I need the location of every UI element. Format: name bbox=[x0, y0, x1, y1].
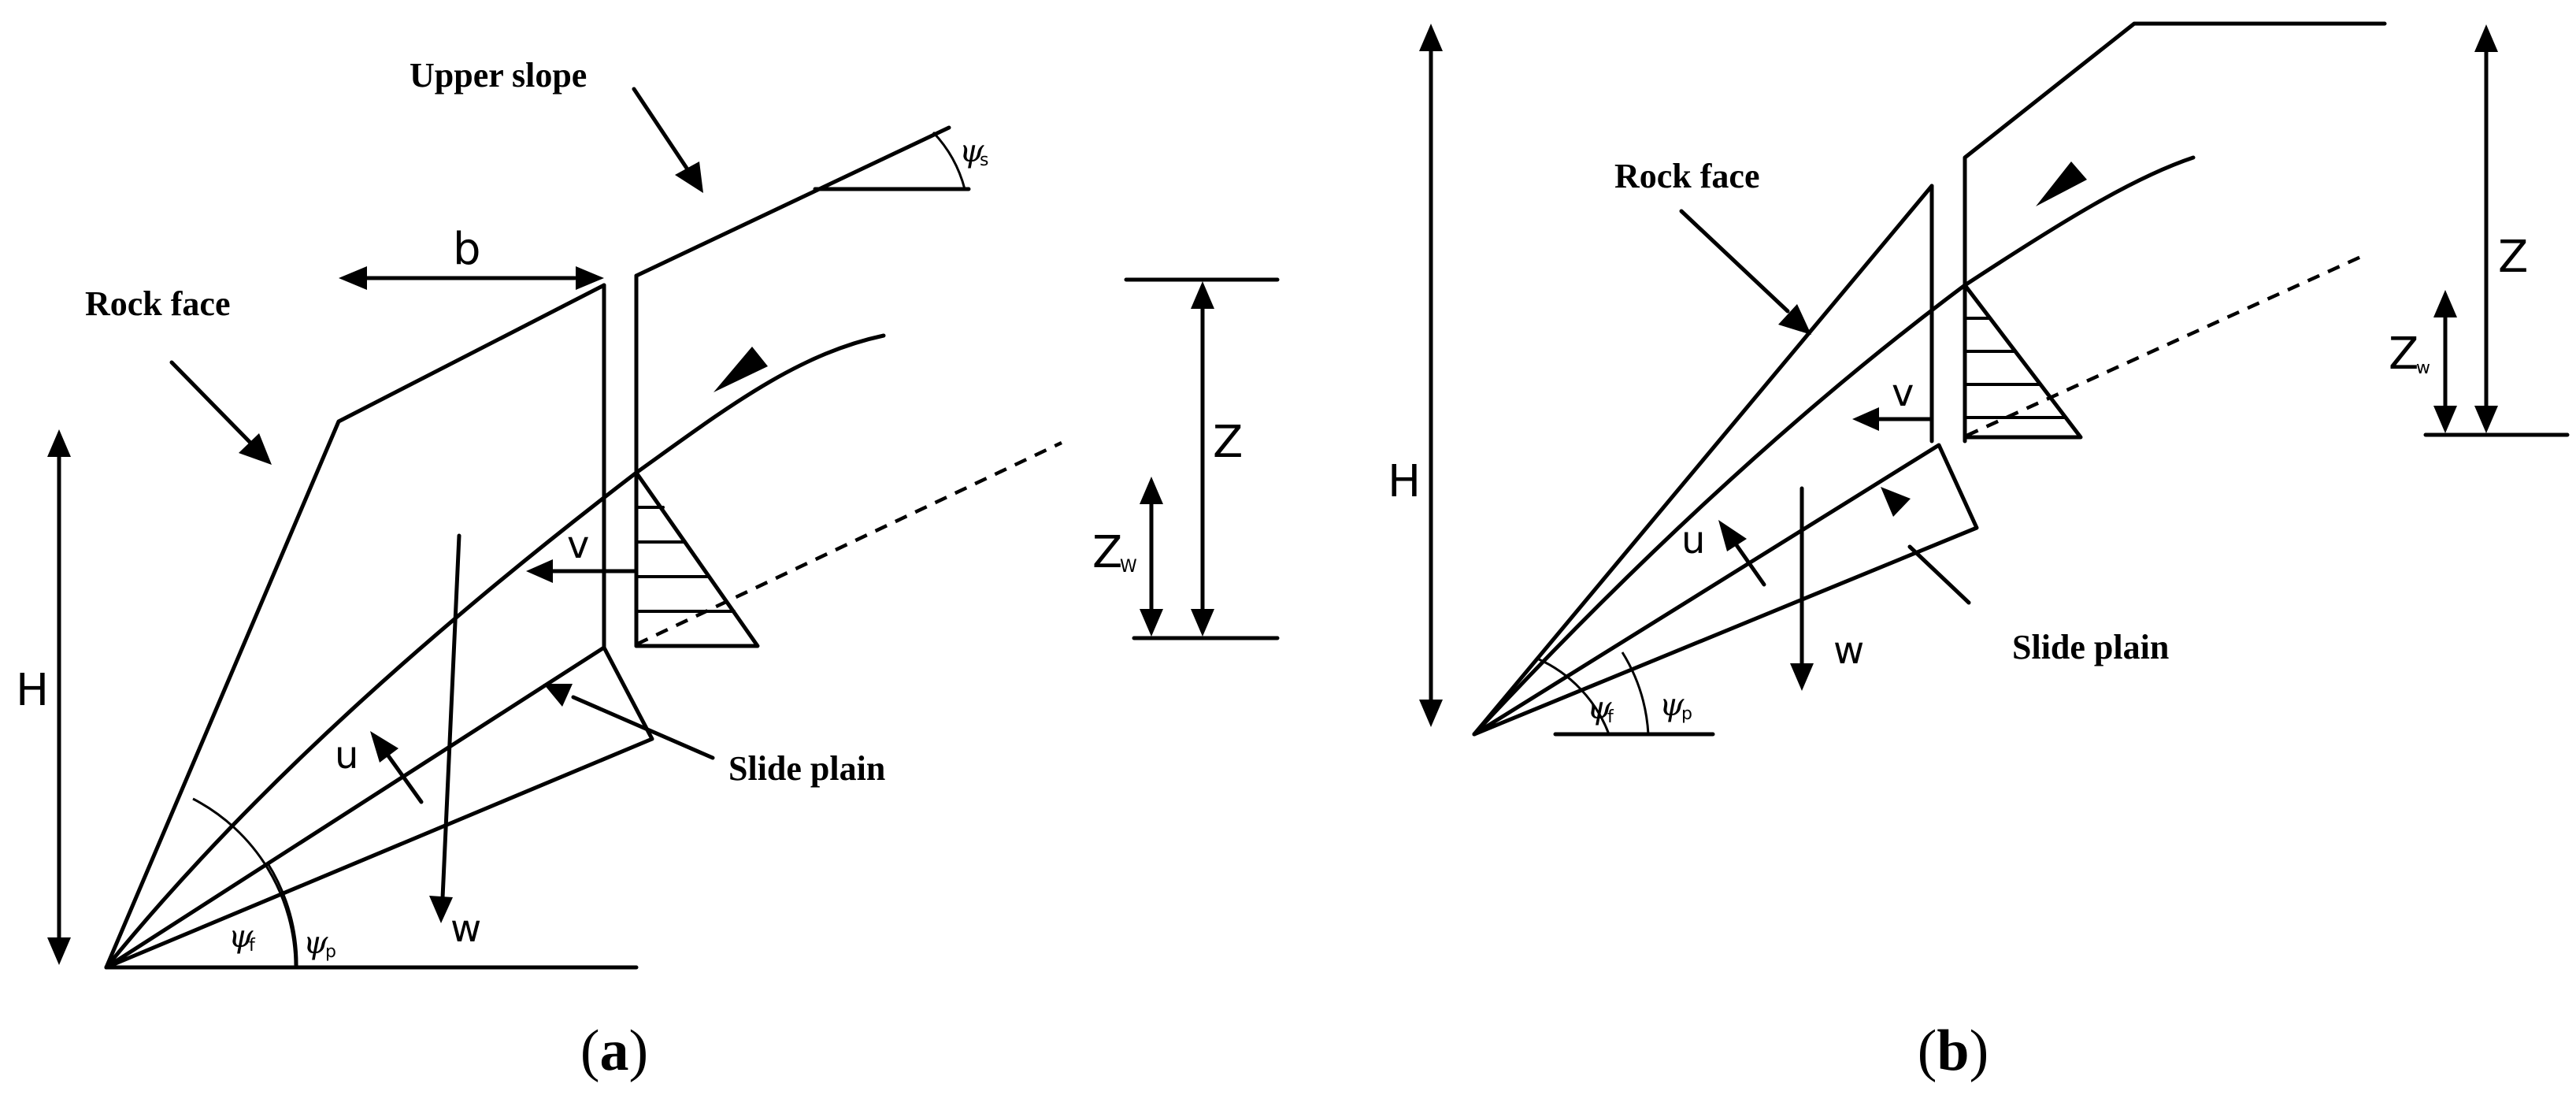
v-force-label: v bbox=[1892, 371, 1914, 415]
v-force-arrowhead bbox=[526, 559, 553, 583]
u-force-line bbox=[1734, 543, 1766, 587]
h-arrowhead-bottom bbox=[1419, 700, 1443, 727]
upper-slope-pointer-line bbox=[632, 87, 690, 172]
caption-letter: b bbox=[1937, 1019, 1969, 1083]
psi-p-label: ψ bbox=[303, 925, 328, 961]
panel-a-caption: (a) bbox=[580, 1019, 648, 1083]
b-label: b bbox=[453, 224, 481, 275]
v-force-label: v bbox=[567, 523, 589, 567]
caption-close-paren: ) bbox=[1970, 1019, 1989, 1083]
z-arrowhead-top bbox=[2474, 24, 2498, 52]
psi-f-label: ψ bbox=[228, 919, 254, 955]
w-force-label: w bbox=[1833, 629, 1864, 673]
water-table-curve bbox=[1472, 155, 2196, 737]
slide-plane-lines bbox=[1472, 443, 1979, 737]
psi-p-arc bbox=[266, 863, 298, 968]
upper-slope-line bbox=[634, 125, 951, 278]
slide-plane-lines bbox=[104, 645, 654, 970]
psi-s-arc bbox=[932, 131, 966, 190]
upper-slope-label: Upper slope bbox=[410, 56, 587, 95]
b-arrowhead-right bbox=[576, 266, 604, 290]
caption-letter: a bbox=[600, 1019, 629, 1083]
zw-label: Z bbox=[1092, 527, 1122, 578]
z-arrowhead-top bbox=[1191, 281, 1214, 309]
rock-face-label: Rock face bbox=[85, 284, 231, 323]
b-arrowhead-left bbox=[339, 266, 367, 290]
u-force-label: u bbox=[1681, 518, 1705, 562]
zw-arrowhead-top bbox=[1140, 477, 1163, 504]
rock-face-pointer-line bbox=[169, 360, 253, 445]
psi-p-subscript: p bbox=[325, 942, 336, 962]
water-pressure-triangle bbox=[634, 470, 760, 648]
pressure-hatch-lines bbox=[1963, 317, 2066, 419]
psi-p-arc bbox=[1621, 651, 1650, 735]
pressure-hatch-lines bbox=[635, 506, 736, 613]
u-force-arrowhead bbox=[1718, 520, 1747, 551]
zw-subscript: W bbox=[1120, 557, 1137, 577]
psi-p-subscript: p bbox=[1681, 704, 1692, 724]
water-flow-arrowhead bbox=[713, 347, 768, 392]
panel-b: Rock face Slide plain Z Z w H v u w ψ f … bbox=[1388, 21, 2570, 1083]
z-arrowhead-bottom bbox=[2474, 406, 2498, 433]
psi-f-arc bbox=[192, 797, 297, 968]
z-arrowhead-bottom bbox=[1191, 609, 1214, 637]
z-label: Z bbox=[2498, 232, 2528, 283]
slide-plain-pointer-head bbox=[543, 684, 573, 707]
zw-label: Z bbox=[2389, 328, 2418, 380]
u-force-line bbox=[385, 752, 424, 804]
rock-face-label: Rock face bbox=[1614, 157, 1760, 195]
caption-open-paren: ( bbox=[580, 1019, 600, 1083]
water-table-curve bbox=[104, 333, 886, 970]
h-label: H bbox=[16, 665, 49, 716]
slide-plain-pointer-head bbox=[1881, 487, 1911, 517]
water-table-dashed-extension bbox=[636, 440, 1062, 647]
zw-arrowhead-bottom bbox=[2433, 406, 2457, 433]
panel-b-caption: (b) bbox=[1918, 1019, 1989, 1083]
psi-f-subscript: f bbox=[1607, 707, 1614, 727]
caption-open-paren: ( bbox=[1918, 1019, 1937, 1083]
w-force-label: w bbox=[450, 907, 481, 951]
rock-face-pointer-line bbox=[1679, 209, 1790, 314]
water-table-dashed-extension bbox=[1966, 254, 2363, 438]
slide-plain-pointer-line bbox=[571, 695, 715, 760]
rock-face-line bbox=[104, 283, 606, 970]
z-label: Z bbox=[1213, 417, 1243, 468]
h-arrowhead-top bbox=[1419, 24, 1443, 51]
rock-face-pointer-head bbox=[239, 433, 272, 465]
caption-close-paren: ) bbox=[629, 1019, 649, 1083]
psi-f-arc bbox=[1536, 657, 1610, 735]
h-arrowhead-bottom bbox=[47, 937, 71, 965]
panel-a: Upper slope Rock face Slide plain b Z Z … bbox=[16, 56, 1280, 1083]
water-pressure-triangle bbox=[1963, 283, 2083, 440]
slide-plain-pointer-line bbox=[1907, 544, 1971, 605]
u-force-arrowhead bbox=[370, 731, 398, 763]
w-force-arrowhead bbox=[429, 896, 453, 923]
psi-f-label: ψ bbox=[1587, 690, 1612, 726]
zw-arrowhead-bottom bbox=[1140, 609, 1163, 637]
w-force-line bbox=[440, 533, 461, 900]
w-force-arrowhead bbox=[1790, 663, 1814, 691]
v-force-arrowhead bbox=[1852, 407, 1879, 431]
psi-f-subscript: f bbox=[249, 936, 256, 956]
water-flow-arrowhead bbox=[2036, 161, 2087, 206]
zw-arrowhead-top bbox=[2433, 290, 2457, 317]
zw-subscript: w bbox=[2416, 358, 2430, 378]
psi-s-label: ψ bbox=[959, 133, 984, 169]
h-label: H bbox=[1388, 456, 1421, 507]
upper-crest-line bbox=[1963, 21, 2387, 444]
rock-face-pointer-head bbox=[1778, 304, 1811, 335]
slide-plain-label: Slide plain bbox=[2012, 628, 2169, 666]
psi-p-label: ψ bbox=[1659, 687, 1685, 723]
upper-slope-pointer-head bbox=[675, 161, 703, 193]
rock-face-line bbox=[1472, 184, 1934, 737]
h-arrowhead-top bbox=[47, 429, 71, 457]
psi-s-subscript: s bbox=[980, 150, 988, 170]
slide-plain-label: Slide plain bbox=[728, 749, 885, 788]
u-force-label: u bbox=[335, 733, 358, 778]
